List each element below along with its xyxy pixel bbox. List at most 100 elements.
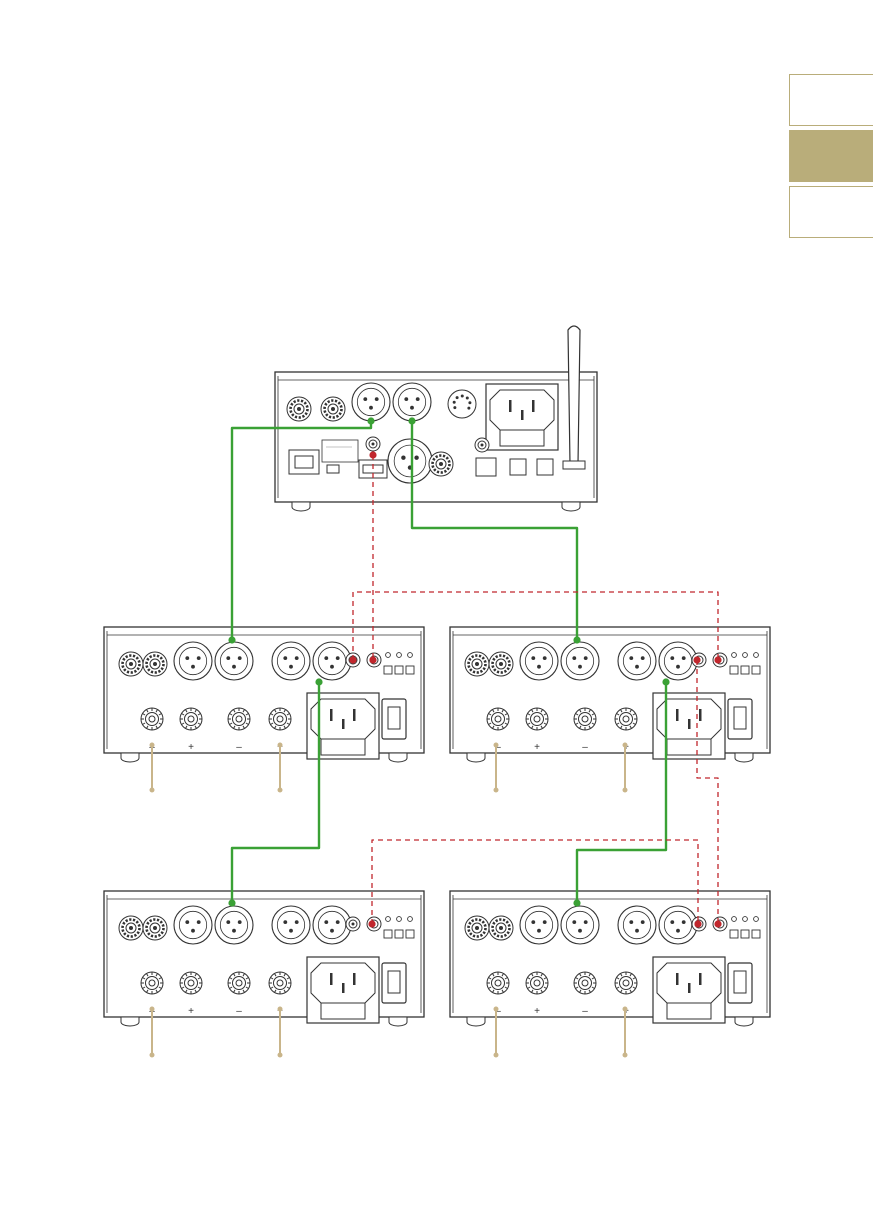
terminal-polarity-mark: – [236,1006,242,1017]
speaker-cable-end [278,1053,283,1058]
foot [467,1017,485,1026]
xlr-connector-icon [272,906,310,944]
foot [735,1017,753,1026]
foot [389,753,407,762]
xlr-cable-end [573,636,580,643]
power-switch-icon [728,699,752,739]
binding-post-icon [429,452,453,476]
optical-port-icon [510,459,526,475]
speaker-terminal-icon [180,972,202,994]
speaker-terminal-icon [180,708,202,730]
foot [389,1017,407,1026]
xlr-cable-end [662,678,669,685]
binding-post-icon [143,916,167,940]
speaker-cable-end [278,788,283,793]
trigger-cable-end [369,451,376,458]
speaker-cable-end [623,1053,628,1058]
speaker-terminal-icon [487,708,509,730]
xlr-connector-icon [313,906,351,944]
trigger-cable-end [349,656,356,663]
speaker-cable-end [494,1007,499,1012]
terminal-polarity-mark: + [534,1006,540,1017]
speaker-cable-end [623,788,628,793]
speaker-cable-end [150,1053,155,1058]
speaker-cable-end [150,1007,155,1012]
speaker-cable-end [494,1053,499,1058]
foot [121,1017,139,1026]
foot [467,753,485,762]
xlr-connector-icon [174,906,212,944]
binding-post-icon [287,397,311,421]
binding-post-icon [489,916,513,940]
xlr-connector-icon [520,906,558,944]
trigger-cable-end [714,656,721,663]
trigger-cable-end [369,656,376,663]
mono-amplifier-4: –+–+ [450,891,770,1026]
trigger-cable-end [694,920,701,927]
devices-layer: –+–+–+–+–+–+–+–+ [104,326,770,1026]
trigger-jack-icon [366,437,380,451]
speaker-cable-end [623,743,628,748]
xlr-connector-icon [313,642,351,680]
mono-amplifier-2: –+–+ [450,627,770,762]
speaker-cable-end [150,788,155,793]
din-socket-icon [448,390,476,418]
iec-inlet-icon [307,957,379,1023]
speaker-cable-end [278,1007,283,1012]
xlr-connector-icon [215,906,253,944]
xlr-connector-icon [352,383,390,421]
trigger-cable-end [693,656,700,663]
foot [292,502,310,511]
speaker-cable-end [623,1007,628,1012]
speaker-cable-end [150,743,155,748]
terminal-polarity-mark: + [188,1006,194,1017]
speaker-terminal-icon [269,972,291,994]
xlr-cable-end [228,636,235,643]
speaker-terminal-icon [487,972,509,994]
iec-inlet-icon [653,957,725,1023]
terminal-polarity-mark: – [236,742,242,753]
xlr-cable-end [228,899,235,906]
trigger-cable-end [714,920,721,927]
terminal-polarity-mark: + [534,742,540,753]
optical-port-icon [537,459,553,475]
optical-port-icon [476,458,496,476]
power-switch-icon [728,963,752,1003]
xlr-connector-icon [618,642,656,680]
xlr-connector-icon [215,642,253,680]
speaker-terminal-icon [269,708,291,730]
iec-inlet-icon [653,693,725,759]
binding-post-icon [465,916,489,940]
foot [735,753,753,762]
speaker-cable-end [278,743,283,748]
speaker-terminal-icon [228,708,250,730]
label-plate [322,440,358,462]
foot [562,502,580,511]
terminal-polarity-mark: + [188,742,194,753]
speaker-terminal-icon [615,972,637,994]
speaker-terminal-icon [615,708,637,730]
xlr-cable-end [573,899,580,906]
mono-amplifier-3: –+–+ [104,891,424,1026]
xlr-connector-icon [388,439,432,483]
button-icon [475,438,489,452]
speaker-terminal-icon [526,708,548,730]
speaker-terminal-icon [141,972,163,994]
speaker-terminal-icon [228,972,250,994]
foot [121,753,139,762]
xlr-connector-icon [393,383,431,421]
speaker-terminal-icon [574,972,596,994]
power-switch-icon [382,699,406,739]
xlr-connector-icon [618,906,656,944]
binding-post-icon [119,652,143,676]
speaker-cable-end [494,743,499,748]
speaker-cable-end [494,788,499,793]
xlr-connector-icon [520,642,558,680]
binding-post-icon [489,652,513,676]
binding-post-icon [321,397,345,421]
xlr-cable-end [367,417,374,424]
binding-post-icon [465,652,489,676]
mono-amplifier-1: –+–+ [104,627,424,762]
usb-port-icon [327,465,339,473]
trigger-cable-end [368,920,375,927]
